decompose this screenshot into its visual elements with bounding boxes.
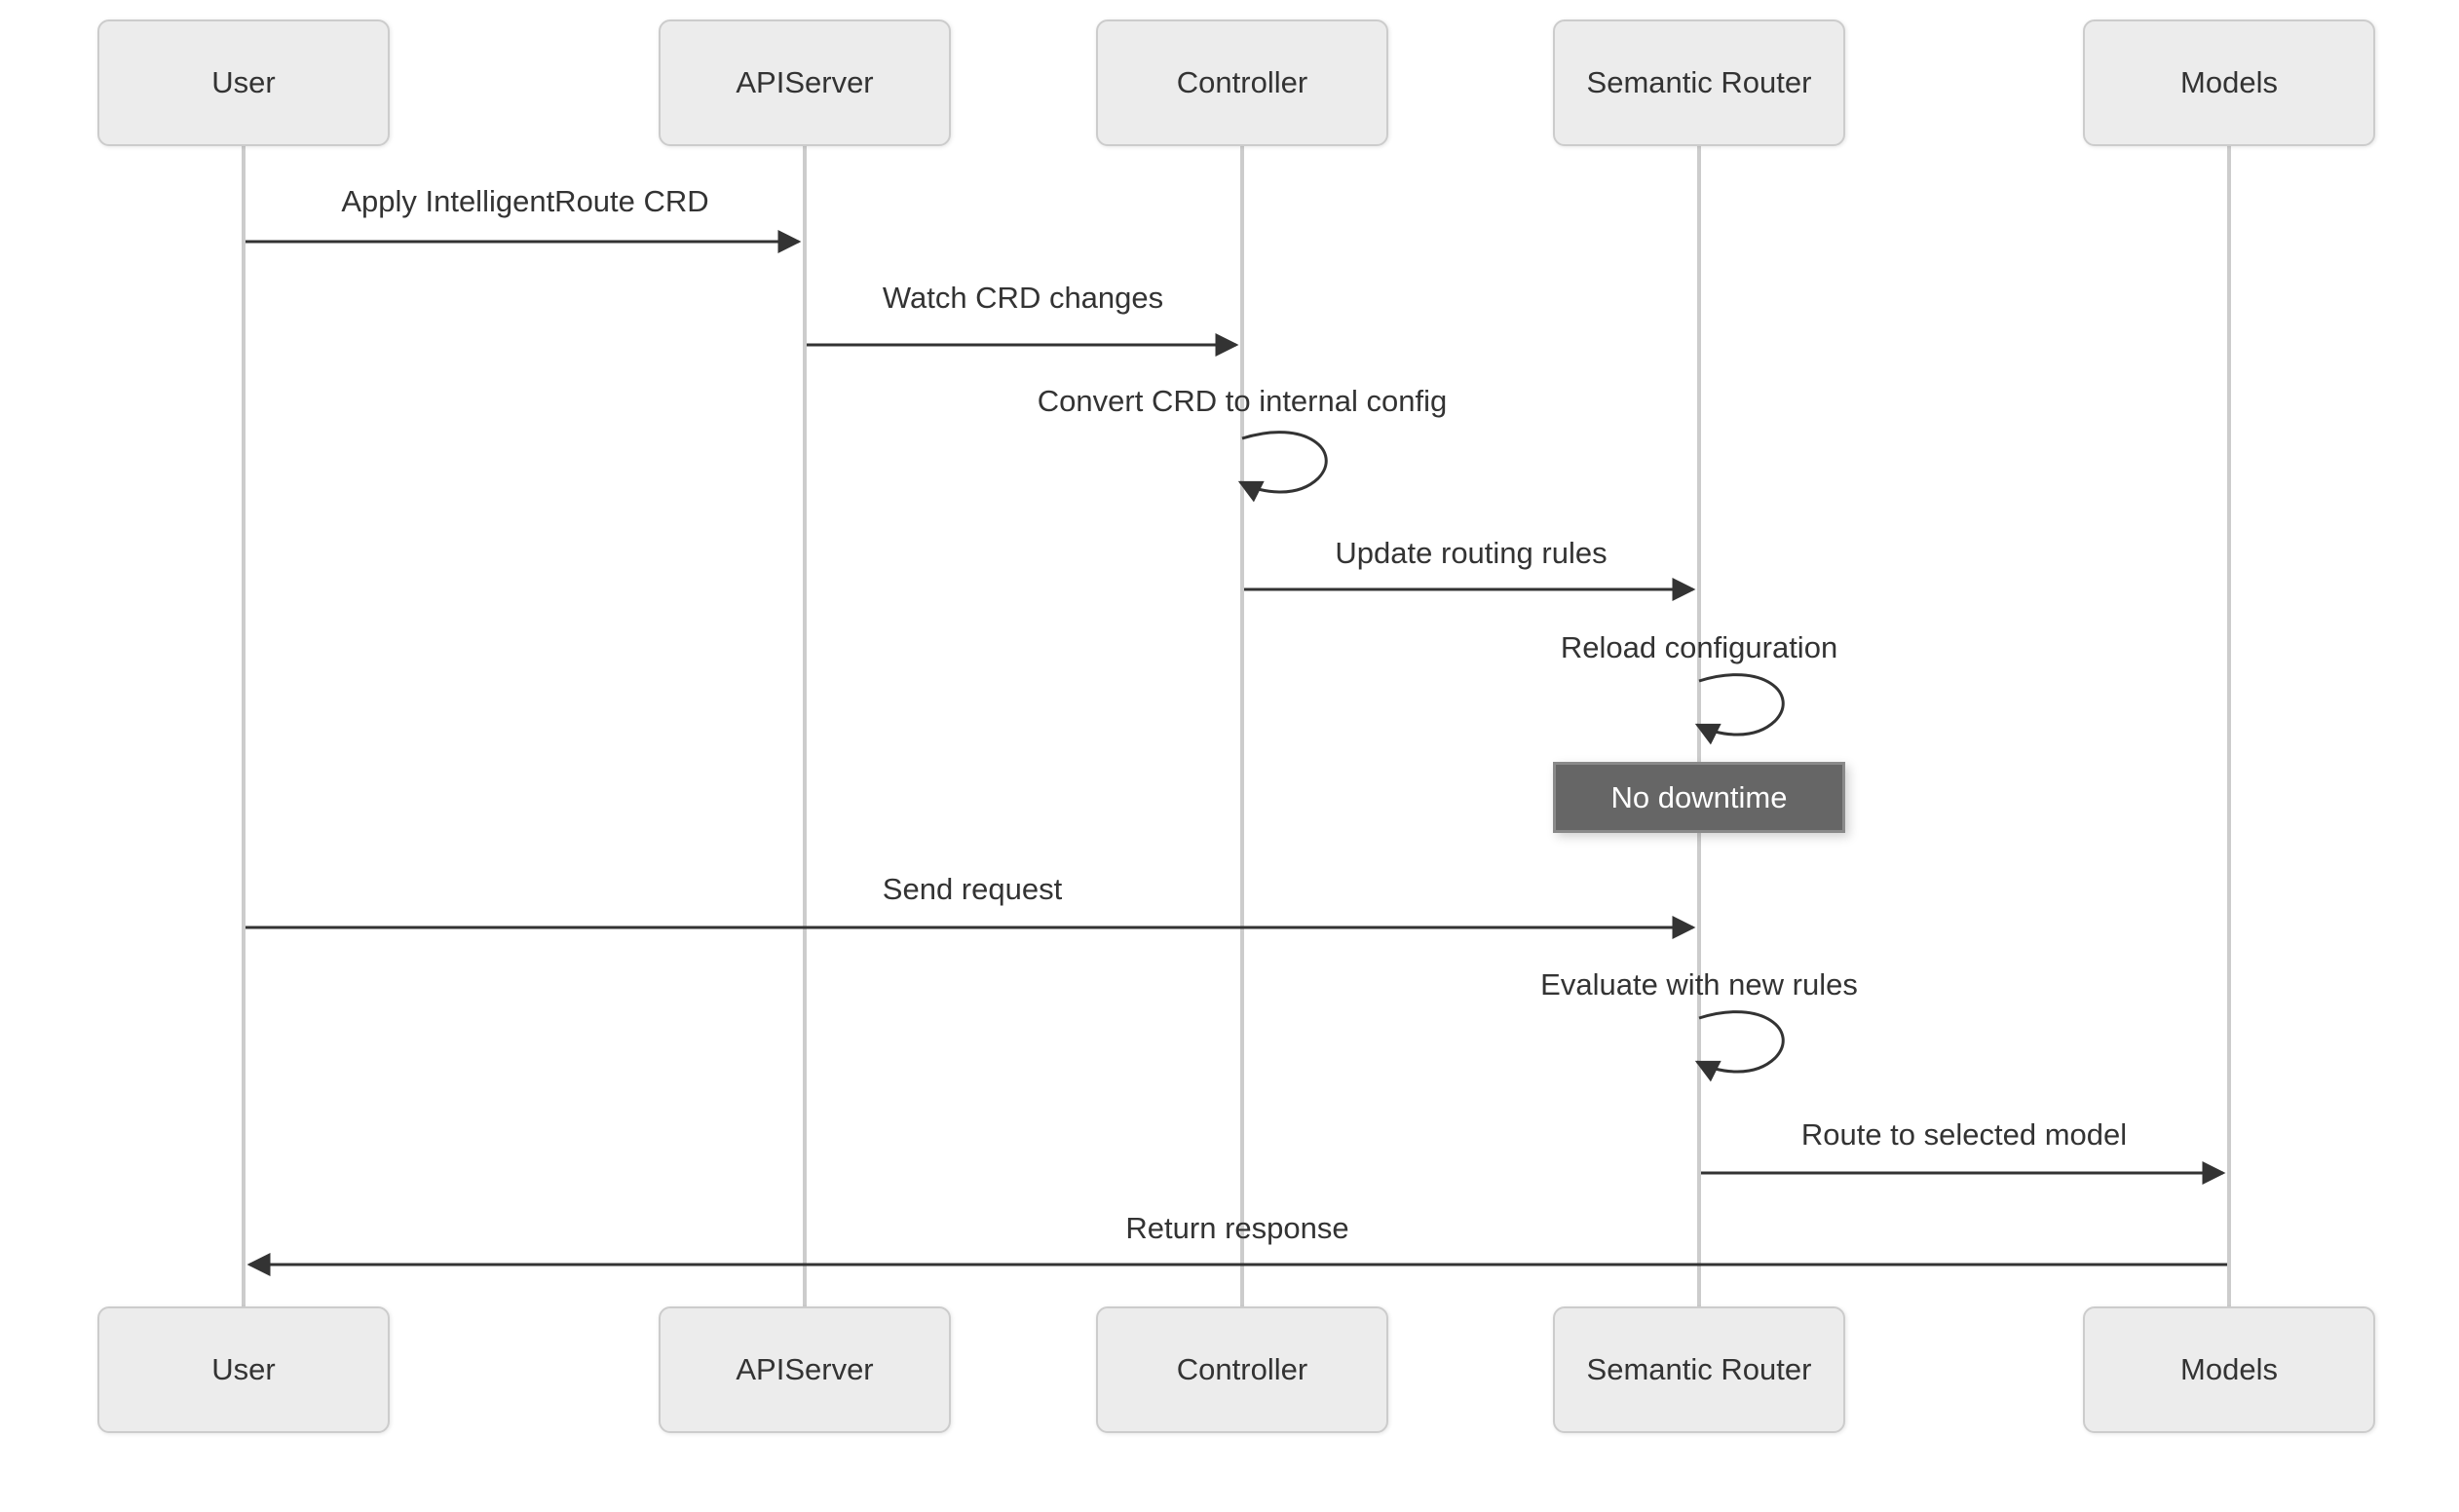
message-label-send-request: Send request	[882, 872, 1063, 906]
message-label-update-routing-rules: Update routing rules	[1335, 536, 1608, 570]
actor-label: Controller	[1176, 1352, 1308, 1386]
self-arrow-reload-configuration	[1694, 673, 1785, 745]
actor-label: Controller	[1176, 65, 1308, 99]
message-label-evaluate-with-new-rules: Evaluate with new rules	[1540, 967, 1858, 1002]
actor-top-controller: Controller	[1096, 19, 1388, 146]
actor-top-user: User	[97, 19, 390, 146]
actor-bottom-user: User	[97, 1306, 390, 1433]
actor-top-models: Models	[2083, 19, 2375, 146]
message-label-reload-configuration: Reload configuration	[1560, 630, 1838, 664]
message-label-return-response: Return response	[1125, 1211, 1349, 1245]
actor-bottom-apiserver: APIServer	[659, 1306, 951, 1433]
actor-bottom-models: Models	[2083, 1306, 2375, 1433]
actor-label: User	[211, 1352, 276, 1386]
message-label-apply-intelligentroute-crd: Apply IntelligentRoute CRD	[341, 184, 709, 218]
actor-label: Semantic Router	[1586, 1352, 1812, 1386]
self-arrow-evaluate-with-new-rules	[1694, 1010, 1785, 1082]
actor-label: APIServer	[736, 65, 874, 99]
actor-top-apiserver: APIServer	[659, 19, 951, 146]
actor-bottom-semantic-router: Semantic Router	[1553, 1306, 1845, 1433]
actor-top-semantic-router: Semantic Router	[1553, 19, 1845, 146]
self-arrow-convert-crd-to-internal-config	[1237, 431, 1328, 503]
note-no-downtime: No downtime	[1553, 762, 1845, 833]
message-label-watch-crd-changes: Watch CRD changes	[882, 281, 1164, 315]
actor-label: APIServer	[736, 1352, 874, 1386]
actor-bottom-controller: Controller	[1096, 1306, 1388, 1433]
actor-label: User	[211, 65, 276, 99]
actor-label: Models	[2180, 1352, 2278, 1386]
message-label-convert-crd-to-internal-config: Convert CRD to internal config	[1037, 384, 1448, 418]
actor-label: Semantic Router	[1586, 65, 1812, 99]
actor-label: Models	[2180, 65, 2278, 99]
note-label: No downtime	[1610, 779, 1788, 814]
message-label-route-to-selected-model: Route to selected model	[1800, 1117, 2128, 1152]
